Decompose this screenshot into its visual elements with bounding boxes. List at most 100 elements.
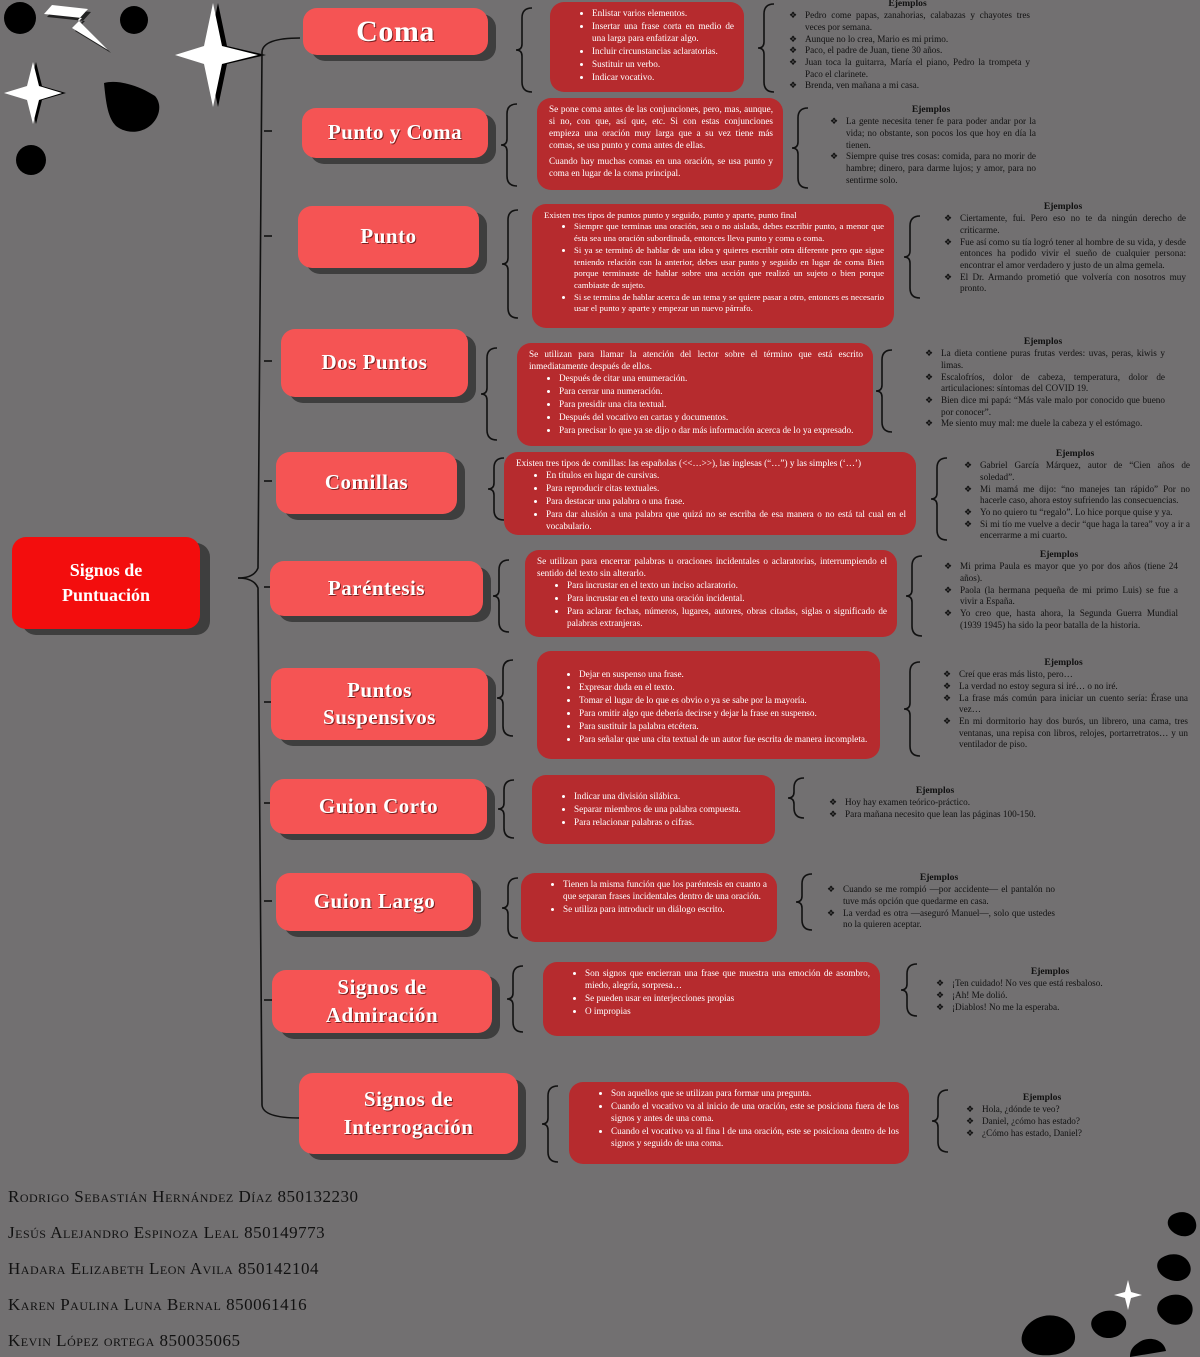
list-item: Separar miembros de una palabra compuest… (574, 804, 765, 816)
list-item: Creí que eras más listo, pero… (943, 669, 1188, 681)
description-punto-y-coma: Se pone coma antes de las conjunciones, … (537, 98, 783, 190)
examples-brace (905, 555, 923, 637)
list-item: Para precisar lo que ya se dijo o dar má… (559, 425, 863, 437)
list-item: Son aquellos que se utilizan para formar… (611, 1088, 899, 1100)
list-item: Aunque no lo crea, Mario es mi primo. (789, 34, 1030, 46)
list-item: Mi mamá me dijo: “no manejes tan rápido”… (964, 484, 1190, 507)
topic-comillas: Comillas (276, 452, 457, 514)
topic-title: Dos Puntos (321, 350, 428, 375)
main-brace-lower (237, 577, 301, 1119)
list-item: Para aclarar fechas, números, lugares, a… (567, 606, 887, 630)
examples-heading: Ejemplos (1043, 201, 1083, 212)
list-item: Para dar alusión a una palabra que quizá… (546, 509, 906, 533)
list-item: Indicar una división silábica. (574, 791, 765, 803)
list-item: En mi dormitorio hay dos burós, un libre… (943, 716, 1188, 751)
sparkle-icon (175, 3, 266, 107)
description-brace (506, 965, 524, 1033)
list-item: Para presidir una cita textual. (559, 399, 863, 411)
examples-dos-puntos: Ejemplos La dieta contiene puras frutas … (921, 336, 1165, 430)
list-item: Yo creo que, hasta ahora, la Segunda Gue… (944, 608, 1178, 631)
author-name: Kevin López ortega 850035065 (8, 1331, 241, 1350)
list-item: Escalofríos, dolor de cabeza, temperatur… (925, 372, 1165, 395)
list-item: Yo no quiero tu “regalo”. Lo hice porque… (964, 507, 1190, 519)
description-brace (487, 457, 505, 521)
topic-title: Punto y Coma (327, 120, 463, 145)
list-item: Cuando el vocativo va al inicio de una o… (611, 1101, 899, 1125)
examples-heading: Ejemplos (1055, 448, 1095, 459)
list-item: ¡Ah! Me dolió. (936, 990, 1168, 1002)
topic-punto-y-coma: Punto y Coma (302, 108, 488, 158)
list-item: Hoy hay examen teórico-práctico. (829, 797, 1045, 809)
list-item: Incluir circunstancias aclaratorias. (592, 46, 734, 58)
author-name: Jesús Alejandro Espinoza Leal 850149773 (8, 1223, 326, 1242)
examples-brace (930, 457, 948, 541)
paragraph: Cuando hay muchas comas en una oración, … (549, 155, 773, 178)
topic-title-line2: Suspensivos (323, 705, 436, 729)
description-brace (496, 659, 514, 737)
topic-title: Guion Largo (313, 889, 436, 914)
topic-signos-de-interrogacion: Signos de Interrogación (299, 1073, 518, 1154)
blob-icon (1091, 1310, 1127, 1339)
description-intro: Se utilizan para encerrar palabras u ora… (537, 556, 887, 578)
topic-parentesis: Paréntesis (270, 561, 483, 616)
examples-brace (903, 661, 921, 757)
description-brace (497, 779, 515, 839)
list-item: Después de citar una enumeración. (559, 373, 863, 385)
sparkle-icon (4, 62, 66, 124)
topic-title: Coma (356, 15, 435, 48)
list-item: La gente necesita tener fe para poder an… (830, 116, 1036, 151)
sparkle-icon (1114, 1280, 1142, 1310)
list-item: La dieta contiene puras frutas verdes: u… (925, 348, 1165, 371)
blob-icon (1157, 1294, 1193, 1325)
list-item: Siempre que terminas una oración, sea o … (574, 221, 884, 244)
author-name: Rodrigo Sebastián Hernández Díaz 8501322… (8, 1187, 359, 1206)
list-item: Me siento muy mal: me duele la cabeza y … (925, 418, 1165, 430)
topic-coma: Coma (303, 8, 488, 55)
root-title-line1: Signos de (69, 559, 143, 580)
list-item: Para destacar una palabra o una frase. (546, 496, 906, 508)
topic-title-line2: Admiración (325, 1002, 439, 1027)
circle-icon (4, 2, 36, 34)
examples-brace (875, 349, 893, 433)
examples-punto: Ejemplos Ciertamente, fui. Pero eso no t… (940, 201, 1186, 295)
list-item: Se utiliza para introducir un diálogo es… (563, 904, 767, 916)
list-item: Enlistar varios elementos. (592, 8, 734, 20)
list-item: Para sustituir la palabra etcétera. (579, 721, 870, 733)
description-brace (501, 209, 519, 319)
examples-brace (791, 107, 809, 189)
examples-heading: Ejemplos (1023, 336, 1063, 347)
list-item: Para relacionar palabras o cifras. (574, 817, 765, 829)
topic-signos-de-admiracion: Signos de Admiración (272, 970, 492, 1033)
list-item: Juan toca la guitarra, María el piano, P… (789, 57, 1030, 80)
list-item: Después del vocativo en cartas y documen… (559, 412, 863, 424)
examples-signos-de-admiracion: Ejemplos ¡Ten cuidado! No ves que está r… (932, 966, 1168, 1013)
list-item: Si mi tío me vuelve a decir “que haga la… (964, 519, 1190, 542)
list-item: Tomar el lugar de lo que es obvio o ya s… (579, 695, 870, 707)
description-brace (501, 877, 519, 939)
list-item: Para omitir algo que debería decirse y d… (579, 708, 870, 720)
list-item: Tienen la misma función que los paréntes… (563, 879, 767, 903)
list-item: Para mañana necesito que lean las página… (829, 809, 1045, 821)
description-parentesis: Se utilizan para encerrar palabras u ora… (525, 550, 897, 637)
description-brace (500, 103, 518, 187)
decoration-top-left (4, 2, 266, 175)
blob-icon (104, 81, 160, 132)
list-item: Bien dice mi papá: “Más vale malo por co… (925, 395, 1165, 418)
list-item: Daniel, ¿cómo has estado? (966, 1116, 1122, 1128)
circle-icon (16, 145, 46, 175)
topic-dos-puntos: Dos Puntos (281, 329, 468, 397)
topic-puntos-suspensivos: Puntos Suspensivos (271, 668, 488, 740)
topic-guion-corto: Guion Corto (270, 779, 487, 834)
list-item: Para reproducir citas textuales. (546, 483, 906, 495)
topic-title: Punto (360, 224, 417, 249)
examples-heading: Ejemplos (911, 104, 951, 115)
examples-parentesis: Ejemplos Mi prima Paula es mayor que yo … (940, 549, 1178, 631)
list-item: Sustituir un verbo. (592, 59, 734, 71)
list-item: En títulos en lugar de cursivas. (546, 470, 906, 482)
root-node: Signos de Puntuación (12, 537, 200, 629)
list-item: ¿Cómo has estado, Daniel? (966, 1128, 1122, 1140)
list-item: Cuando se me rompió —por accidente— el p… (827, 884, 1055, 907)
topic-title: Paréntesis (327, 575, 426, 600)
examples-heading: Ejemplos (1044, 657, 1083, 668)
